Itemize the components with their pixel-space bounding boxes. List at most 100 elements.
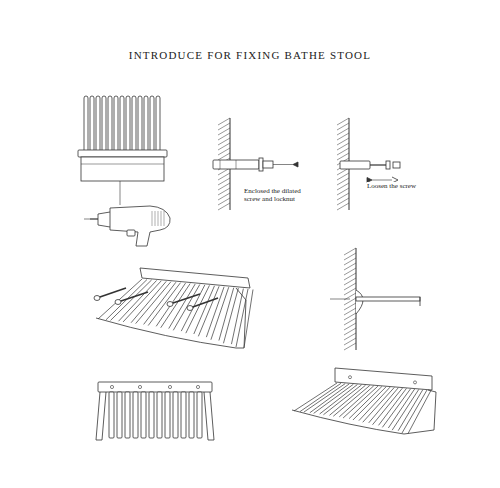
drawing-stroke [337, 203, 349, 210]
drawing-stroke [98, 382, 212, 392]
drawing-stroke [138, 96, 142, 154]
bracket-side-view [330, 248, 420, 350]
drawing-stroke [206, 287, 224, 337]
drawing-stroke [127, 230, 135, 236]
folded-stool-front [78, 96, 167, 205]
drawing-stroke [273, 164, 293, 165]
step-note: Enclosed the dilated screw and locknut [244, 187, 316, 203]
drawing-stroke [323, 385, 361, 415]
drawing-stroke [393, 162, 400, 168]
drawing-stroke [114, 96, 118, 154]
drawing-stroke [125, 392, 130, 438]
drawing-stroke [161, 284, 190, 328]
drawing-stroke [402, 390, 427, 433]
drawing-stroke [343, 386, 378, 418]
folded-stool-installed [96, 382, 214, 440]
drawing-stroke [144, 282, 176, 324]
drawing-stroke [152, 211, 153, 226]
drawing-stroke [420, 297, 421, 306]
drawing-stroke [187, 306, 193, 311]
drawing-stroke [167, 302, 173, 307]
drawing-stroke [329, 385, 365, 415]
drawing-stroke [398, 390, 423, 431]
drawing-stroke [294, 383, 337, 411]
drawing-stroke [120, 96, 124, 154]
drawing-stroke [259, 158, 263, 171]
drawing-stroke [356, 297, 420, 301]
drawing-stroke [158, 211, 159, 226]
drawing-stroke [181, 285, 205, 331]
electric-drill [84, 206, 170, 246]
drawing-stroke [236, 289, 248, 347]
drawing-stroke [223, 288, 238, 343]
drawing-stroke [96, 96, 100, 154]
drawing-stroke [194, 286, 215, 334]
drawing-stroke [211, 287, 229, 340]
drawing-stroke [144, 96, 148, 154]
drawing-stroke [133, 392, 138, 438]
drawing-stroke [356, 290, 363, 314]
drawing-stroke [349, 376, 352, 379]
drawing-stroke [330, 299, 350, 300]
drawing-stroke [97, 288, 126, 298]
drawing-stroke [98, 212, 110, 227]
drawing-stroke [408, 390, 431, 433]
drawing-stroke [102, 96, 106, 154]
unfolded-stool [292, 368, 436, 434]
drawing-stroke [94, 296, 100, 301]
drawing-stroke [198, 286, 219, 336]
drawing-stroke [81, 164, 164, 165]
stool-mounting-perspective [94, 268, 253, 348]
drawing-stroke [197, 392, 202, 438]
drawing-stroke [392, 389, 419, 430]
drawing-stroke [148, 283, 180, 326]
drawing-stroke [196, 385, 199, 388]
drawing-stroke [78, 150, 167, 157]
drawing-stroke [189, 392, 194, 438]
drawing-stroke [84, 96, 88, 154]
drawing-stroke [109, 392, 114, 438]
drawing-stroke [339, 386, 373, 417]
drawing-stroke [165, 392, 170, 438]
drawing-stroke [190, 298, 218, 308]
drawing-stroke [231, 289, 243, 345]
step-note: Loosen the screw [367, 182, 437, 190]
drawing-stroke [155, 211, 156, 226]
drawing-stroke [161, 211, 162, 226]
drawing-stroke [340, 161, 370, 169]
drawing-stroke [293, 162, 298, 167]
drawing-stroke [157, 392, 162, 438]
drawing-stroke [170, 294, 200, 304]
drawing-stroke [220, 160, 221, 169]
title: INTRODUCE FOR FIXING BATHE STOOL [0, 49, 500, 61]
drawing-stroke [132, 96, 136, 154]
loosen-screw-step [337, 118, 400, 210]
drawing-stroke [218, 203, 230, 210]
drawing-stroke [118, 292, 148, 302]
drawing-stroke [263, 161, 273, 168]
drawing-stroke [404, 390, 436, 434]
drawing-stroke [108, 96, 112, 154]
drawing-stroke [236, 288, 246, 348]
drawing-stroke [156, 283, 185, 326]
drawing-stroke [141, 392, 146, 438]
drawing-stroke [115, 300, 121, 305]
drawing-stroke [84, 219, 90, 220]
drawing-stroke [138, 385, 141, 388]
drawing-stroke [213, 160, 259, 169]
drawing-stroke [186, 285, 210, 333]
drawing-stroke [81, 157, 164, 181]
drawing-stroke [149, 392, 154, 438]
drawing-stroke [156, 96, 160, 154]
drawing-stroke [120, 181, 121, 205]
drawing-stroke [150, 96, 154, 154]
drawing-stroke [236, 160, 237, 169]
drawing-stroke [168, 385, 171, 388]
drawing-stroke [204, 392, 214, 440]
drawing-stroke [386, 161, 390, 169]
drawing-stroke [414, 381, 417, 384]
drawing-stroke [96, 392, 106, 440]
drawing-stroke [304, 384, 345, 413]
